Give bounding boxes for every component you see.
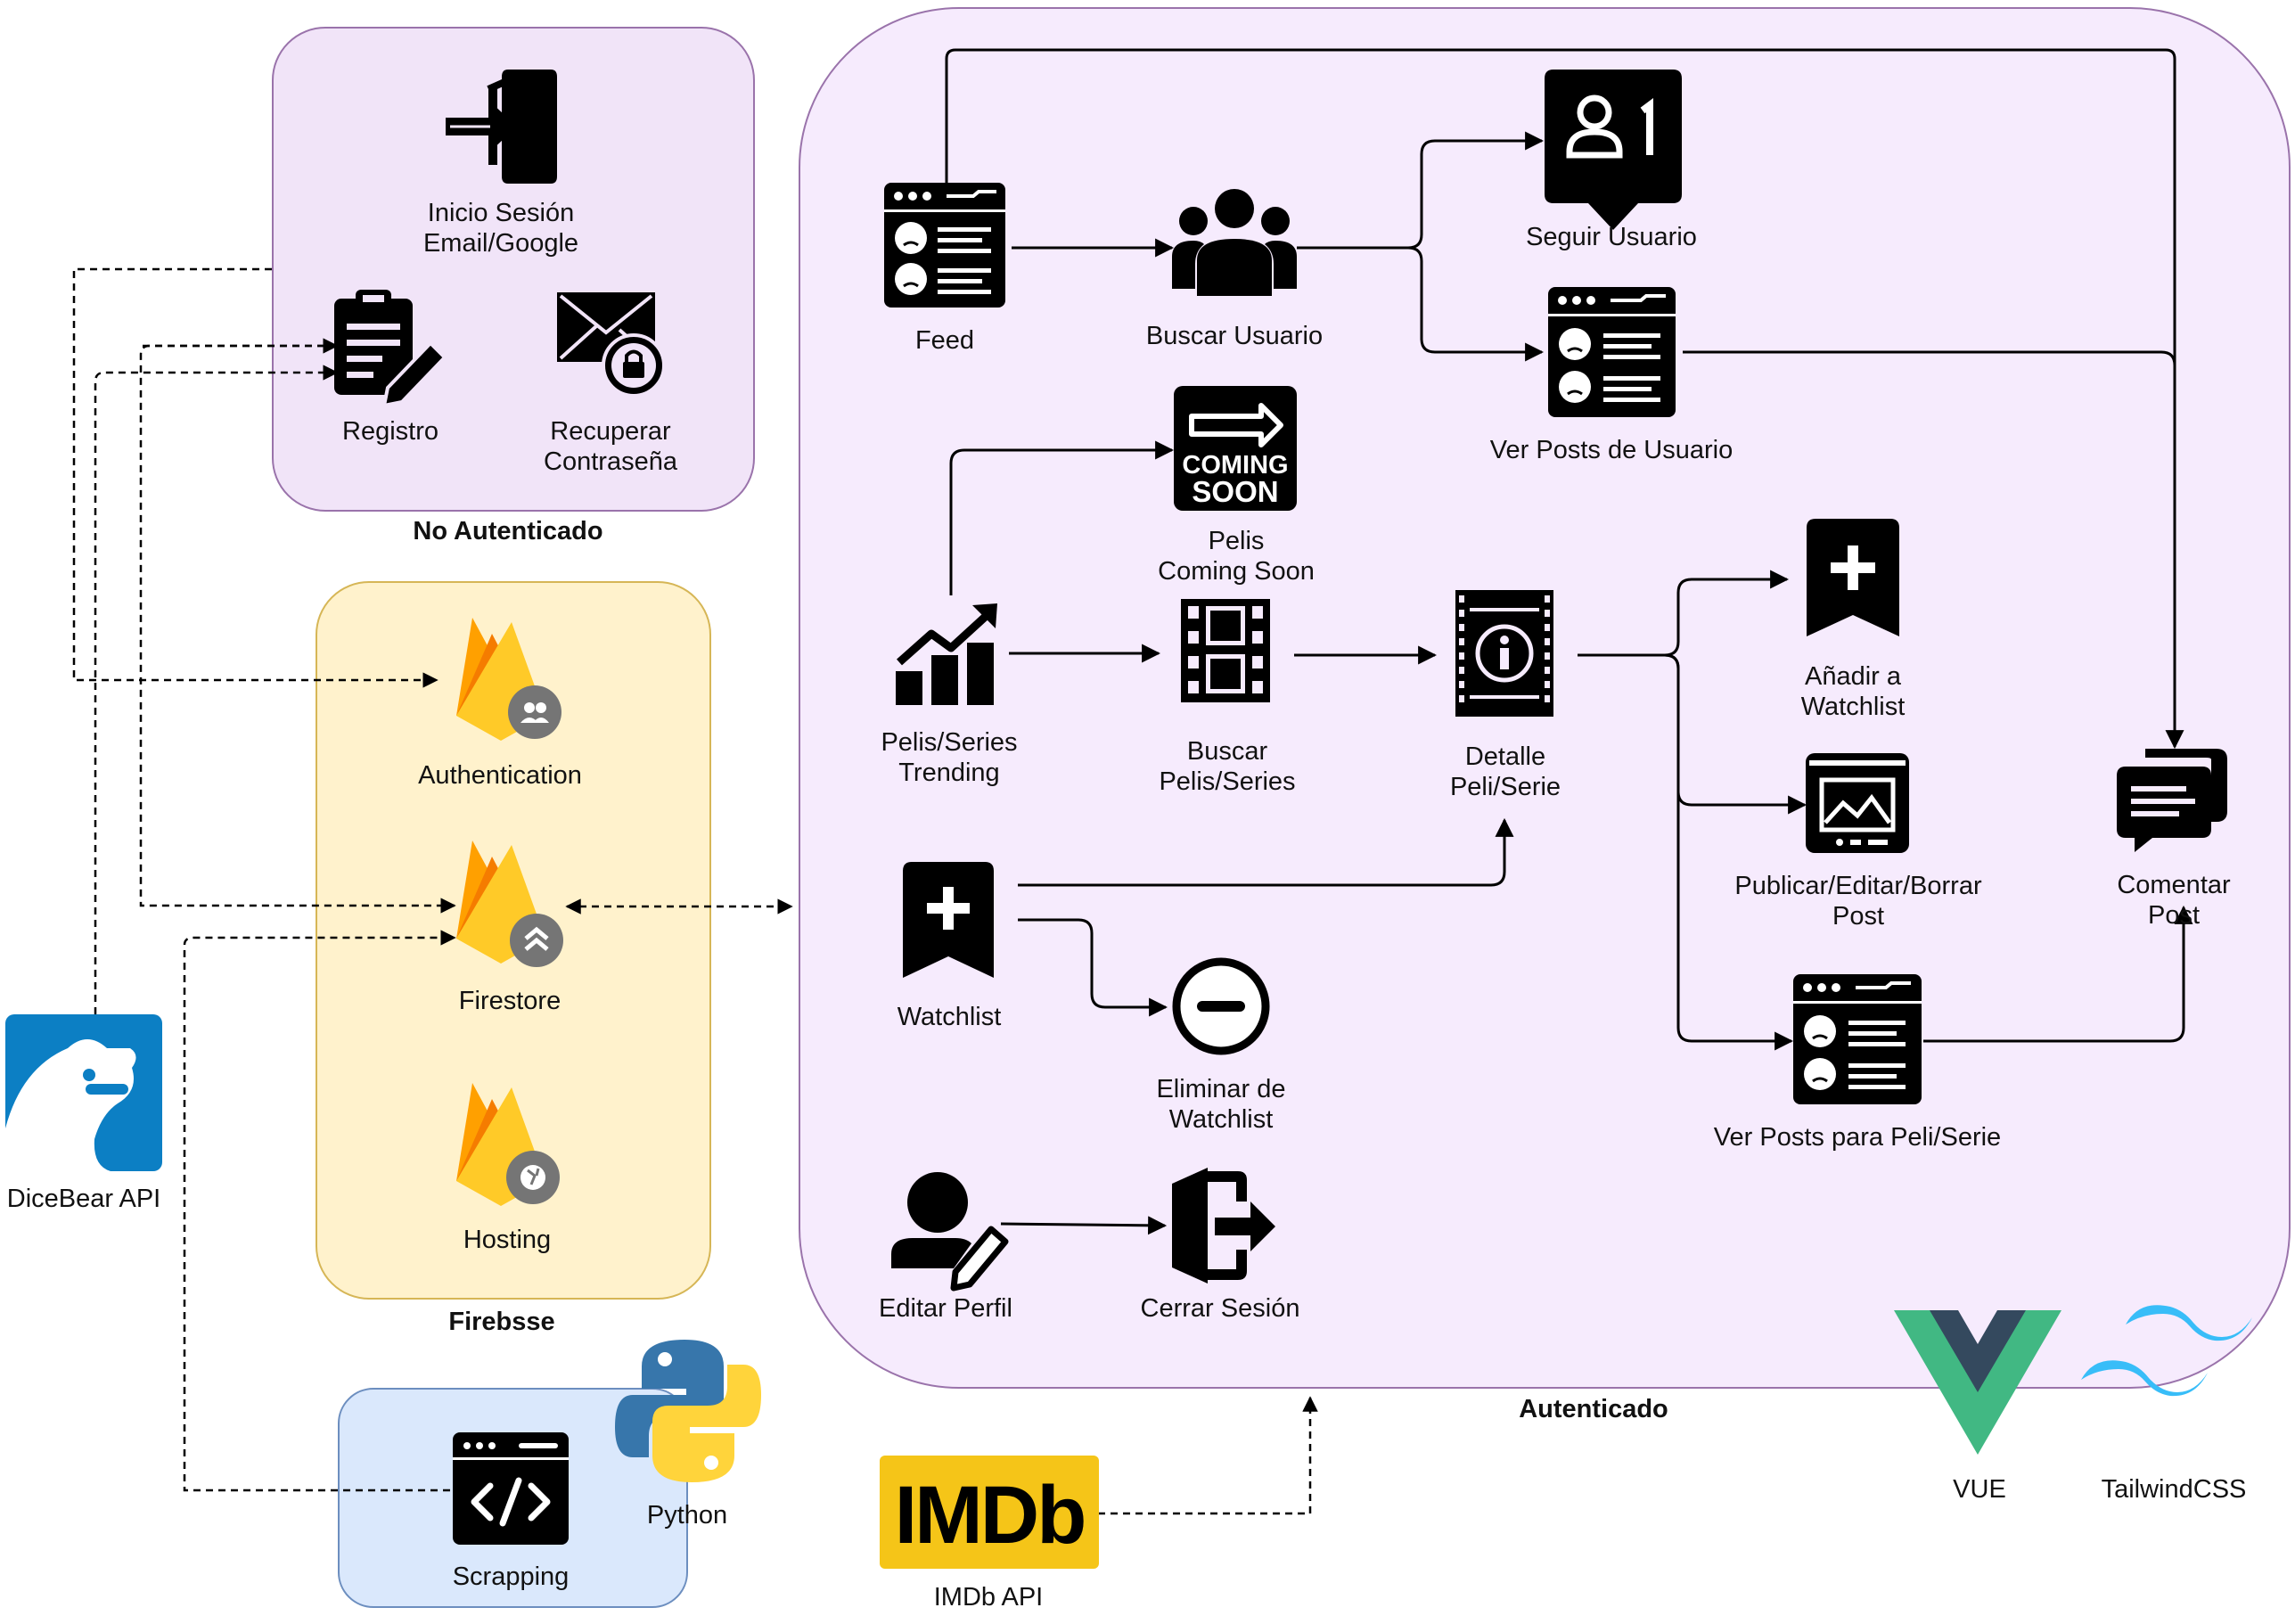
- feed-label: Feed: [914, 326, 975, 355]
- no-auth-group-label: No Autenticado: [413, 517, 603, 545]
- registro-label: Registro: [342, 417, 439, 446]
- logout-icon: [1172, 1168, 1275, 1284]
- publicar-post-label: Publicar/Editar/Borrar Post: [1734, 872, 1982, 931]
- watchlist-label: Watchlist: [897, 1003, 1002, 1031]
- imdb-logo-icon: IMDb: [880, 1456, 1099, 1569]
- user-group-icon: [1172, 189, 1297, 296]
- edge-watchlist-eliminar: [1018, 918, 1168, 1017]
- publish-post-icon: [1806, 753, 1909, 853]
- dicebear-label: DiceBear API: [6, 1185, 161, 1213]
- anadir-watchlist-label: Añadir a Watchlist: [1800, 662, 1906, 721]
- edge-buscar-verposts: [1407, 246, 1545, 362]
- tailwind-label: TailwindCSS: [2101, 1475, 2247, 1504]
- edge-inicio-auth: [72, 267, 439, 688]
- edge-imdb-auth: [1098, 1396, 1318, 1515]
- tailwind-logo-icon: [2081, 1305, 2252, 1397]
- editar-perfil-label: Editar Perfil: [879, 1294, 1012, 1323]
- hosting-label: Hosting: [463, 1226, 552, 1254]
- edge-detalle-anadir: [1578, 570, 1790, 657]
- inicio-sesion-label: Inicio Sesión Email/Google: [422, 199, 579, 258]
- edge-verpostspeli-comentar: [1923, 905, 2193, 1043]
- remove-watchlist-icon: [1172, 957, 1270, 1055]
- feed-icon: [884, 183, 1005, 308]
- authentication-label: Authentication: [418, 761, 582, 790]
- edge-detalle-verpostspeli: [1664, 653, 1794, 1051]
- film-reel-icon: [1181, 599, 1270, 702]
- edge-dicebear-registro: [94, 365, 339, 1014]
- python-logo-icon: [615, 1340, 761, 1482]
- edit-profile-icon: [891, 1172, 1009, 1292]
- edge-buscar-seguir: [1297, 131, 1545, 250]
- login-icon: [446, 70, 557, 184]
- edge-editar-cerrar: [1000, 1216, 1168, 1235]
- detail-info-icon: [1455, 590, 1553, 717]
- buscar-usuario-label: Buscar Usuario: [1145, 322, 1324, 350]
- comment-post-icon: [2117, 749, 2227, 852]
- recuperar-label: Recuperar Contraseña: [544, 417, 677, 476]
- follow-user-icon: [1545, 70, 1682, 230]
- buscar-pelis-series-label: Buscar Pelis/Series: [1159, 737, 1296, 796]
- vue-logo-icon: [1894, 1310, 2061, 1455]
- pelis-coming-soon-label: Pelis Coming Soon: [1158, 527, 1315, 586]
- edge-feed-comentar: [945, 48, 2184, 750]
- coming-soon-icon: COMING SOON: [1174, 386, 1297, 511]
- pelis-series-trending-label: Pelis/Series Trending: [881, 728, 1018, 787]
- firebase-hosting-icon: [456, 1083, 560, 1206]
- edge-watchlist-detalle: [1018, 817, 1514, 887]
- clipboard-icon: [334, 290, 447, 408]
- coming-soon-line1: COMING: [1182, 451, 1288, 480]
- watchlist-icon: [903, 862, 994, 978]
- cerrar-sesion-label: Cerrar Sesión: [1140, 1294, 1300, 1323]
- edge-registro-firestore: [139, 344, 456, 914]
- imdb-logo-text: IMDb: [895, 1470, 1085, 1561]
- ver-posts-peli-label: Ver Posts para Peli/Serie: [1713, 1123, 2002, 1152]
- firebase-auth-icon: [456, 618, 561, 741]
- detalle-label: Detalle Peli/Serie: [1449, 742, 1561, 801]
- trending-chart-icon: [896, 603, 997, 705]
- auth-group-label: Autenticado: [1519, 1395, 1668, 1423]
- edge-verposts-comentar: [1683, 350, 2176, 366]
- ver-posts-usuario-label: Ver Posts de Usuario: [1489, 436, 1734, 464]
- movie-posts-icon: [1793, 974, 1922, 1104]
- firebase-group-label: Firebsse: [448, 1308, 555, 1336]
- eliminar-watchlist-label: Eliminar de Watchlist: [1156, 1075, 1286, 1134]
- python-label: Python: [646, 1501, 728, 1530]
- dicebear-logo-icon: [5, 1014, 162, 1171]
- imdb-api-label: IMDb API: [933, 1583, 1044, 1612]
- code-window-icon: [453, 1432, 569, 1545]
- firestore-label: Firestore: [458, 987, 561, 1015]
- edge-detalle-publicar: [1664, 653, 1807, 815]
- mail-lock-icon: [557, 292, 666, 398]
- seguir-usuario-label: Seguir Usuario: [1526, 223, 1697, 251]
- edge-scrapping-firestore: [183, 930, 456, 1492]
- edge-trending-comingsoon: [949, 440, 1175, 595]
- comentar-post-label: Comentar Post: [2117, 871, 2231, 930]
- add-watchlist-icon: [1807, 519, 1899, 636]
- scrapping-label: Scrapping: [452, 1562, 570, 1591]
- firebase-firestore-icon: [456, 841, 563, 967]
- vue-label: VUE: [1953, 1475, 2006, 1504]
- user-posts-icon: [1548, 287, 1676, 417]
- coming-soon-line2: SOON: [1192, 475, 1278, 508]
